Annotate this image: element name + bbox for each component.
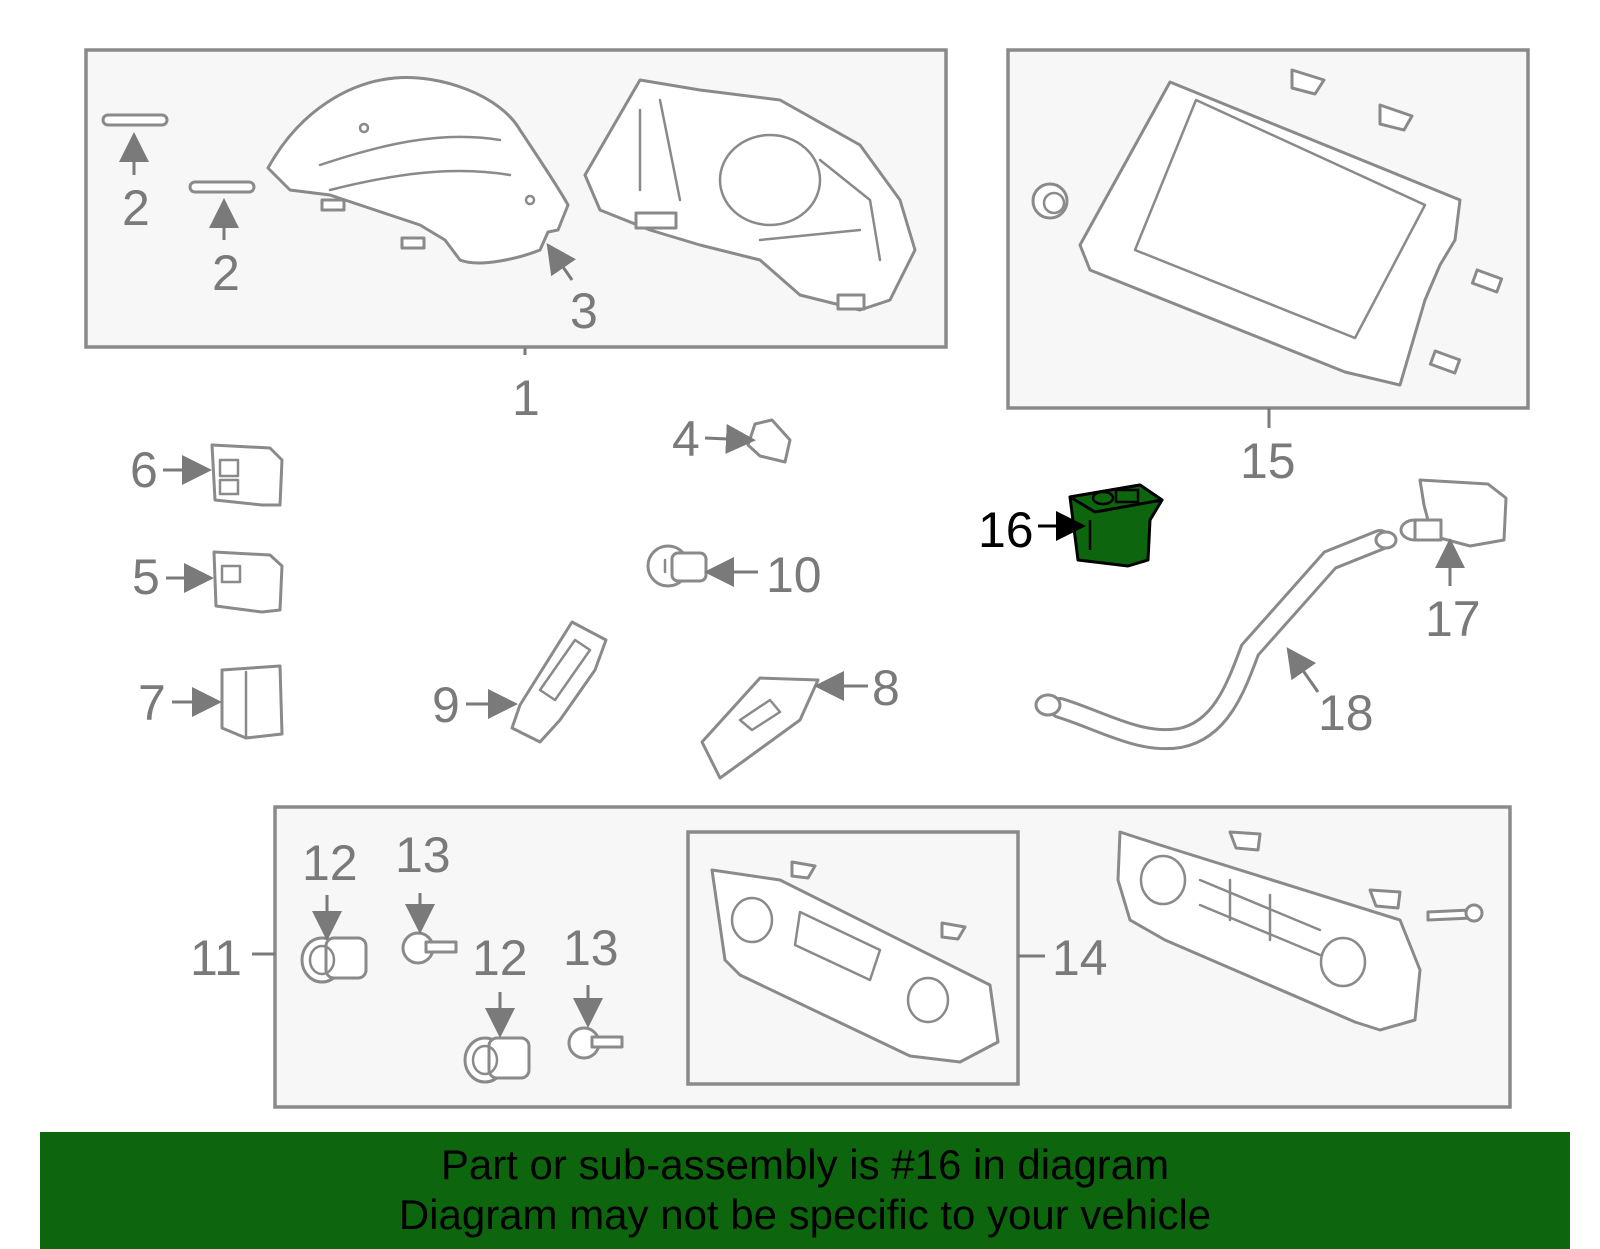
switch-part-7[interactable] xyxy=(220,664,284,740)
callout-9: 9 xyxy=(432,677,460,733)
clip-c xyxy=(1470,268,1504,294)
callout-15: 15 xyxy=(1240,433,1296,489)
callout-8: 8 xyxy=(872,660,900,716)
callout-12b: 12 xyxy=(472,930,528,986)
cluster-housing[interactable] xyxy=(583,78,917,312)
knob-part-13a[interactable] xyxy=(401,931,458,965)
callout-17: 17 xyxy=(1425,591,1481,647)
info-banner: Part or sub-assembly is #16 in diagram D… xyxy=(40,1132,1570,1249)
display-knob[interactable] xyxy=(1031,182,1069,220)
clip-a xyxy=(1290,68,1326,96)
connector-part-17[interactable] xyxy=(1399,478,1508,548)
switch-part-6[interactable] xyxy=(210,443,284,507)
callout-18: 18 xyxy=(1318,685,1374,741)
callout-10: 10 xyxy=(766,547,822,603)
callout-16: 16 xyxy=(978,502,1034,558)
pin-part-2b[interactable] xyxy=(188,180,256,194)
callout-6: 6 xyxy=(130,442,158,498)
clip-b xyxy=(1378,103,1414,132)
callout-12a: 12 xyxy=(302,835,358,891)
knob-part-13b[interactable] xyxy=(567,1026,624,1060)
climate-control-unit[interactable] xyxy=(1116,830,1484,1032)
callout-1: 1 xyxy=(512,370,540,426)
callout-11: 11 xyxy=(190,930,242,986)
banner-line-2: Diagram may not be specific to your vehi… xyxy=(398,1191,1212,1238)
banner-line-1: Part or sub-assembly is #16 in diagram xyxy=(440,1141,1170,1188)
knob-part-12b[interactable] xyxy=(463,1036,531,1084)
group-1-instrument-cluster xyxy=(84,48,948,355)
callout-3: 3 xyxy=(570,283,598,339)
switch-part-16-highlighted[interactable] xyxy=(1068,483,1164,568)
clip-d xyxy=(1428,349,1462,375)
pin-part-2a[interactable] xyxy=(101,113,169,127)
usb-cable-part-18[interactable] xyxy=(1034,529,1398,751)
cluster-lens-part-3[interactable] xyxy=(266,76,570,265)
callout-5: 5 xyxy=(132,549,160,605)
callout-13a: 13 xyxy=(395,827,451,883)
group-15-display xyxy=(1006,48,1530,428)
display-unit[interactable] xyxy=(1078,80,1462,387)
window-switch-part-8[interactable] xyxy=(700,676,820,780)
callout-13b: 13 xyxy=(563,920,619,976)
switch-part-4[interactable] xyxy=(746,418,792,464)
knob-part-12a[interactable] xyxy=(300,936,368,984)
callout-14: 14 xyxy=(1052,930,1108,986)
callout-4: 4 xyxy=(672,411,700,467)
callout-2b: 2 xyxy=(212,245,240,301)
window-switch-part-9[interactable] xyxy=(510,620,608,744)
callout-7: 7 xyxy=(138,675,166,731)
control-panel-part-14[interactable] xyxy=(710,860,1000,1064)
button-part-10[interactable] xyxy=(646,544,708,588)
callout-2a: 2 xyxy=(122,180,150,236)
group-11-climate-control xyxy=(252,805,1512,1109)
switch-part-5[interactable] xyxy=(212,550,284,614)
